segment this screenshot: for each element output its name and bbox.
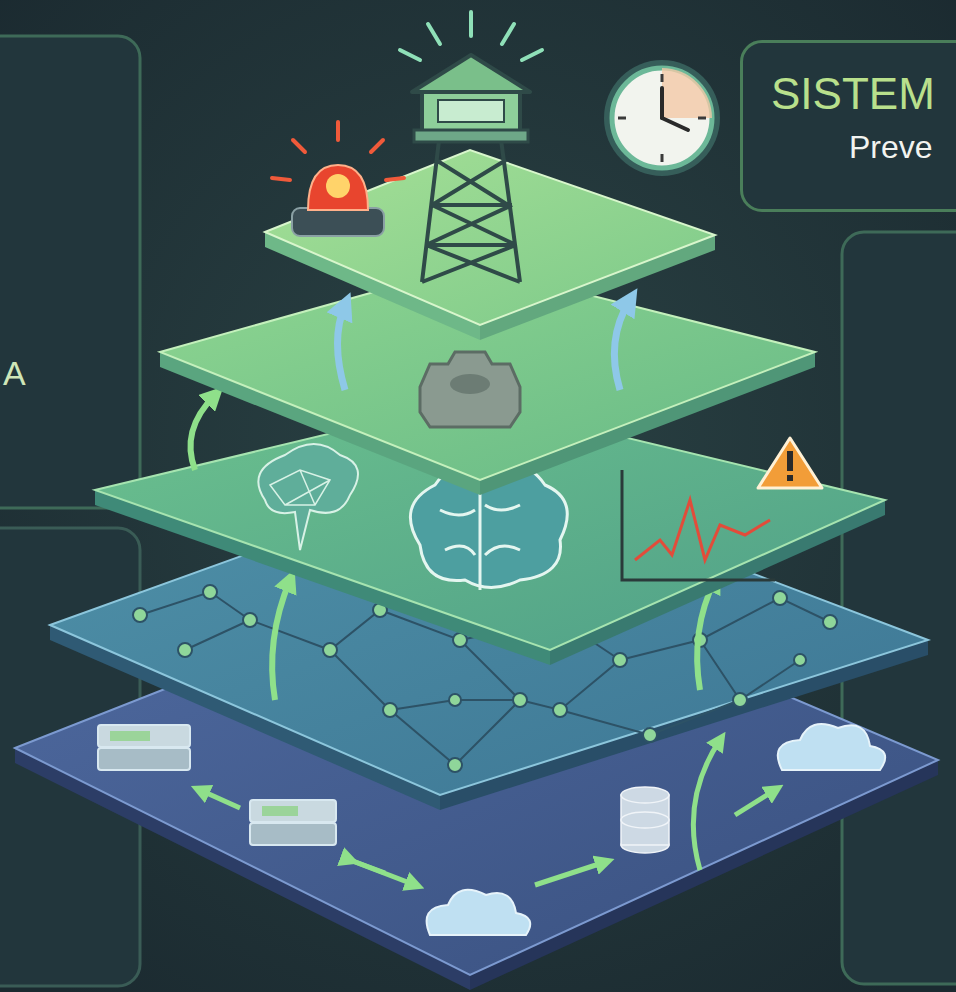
side-panel: A	[0, 36, 140, 508]
panel-subtitle: Preve	[849, 129, 933, 166]
panel-heading: A	[3, 354, 26, 393]
panel-heading: SISTEM	[771, 69, 935, 120]
title-panel: SISTEM Preve	[740, 40, 956, 212]
